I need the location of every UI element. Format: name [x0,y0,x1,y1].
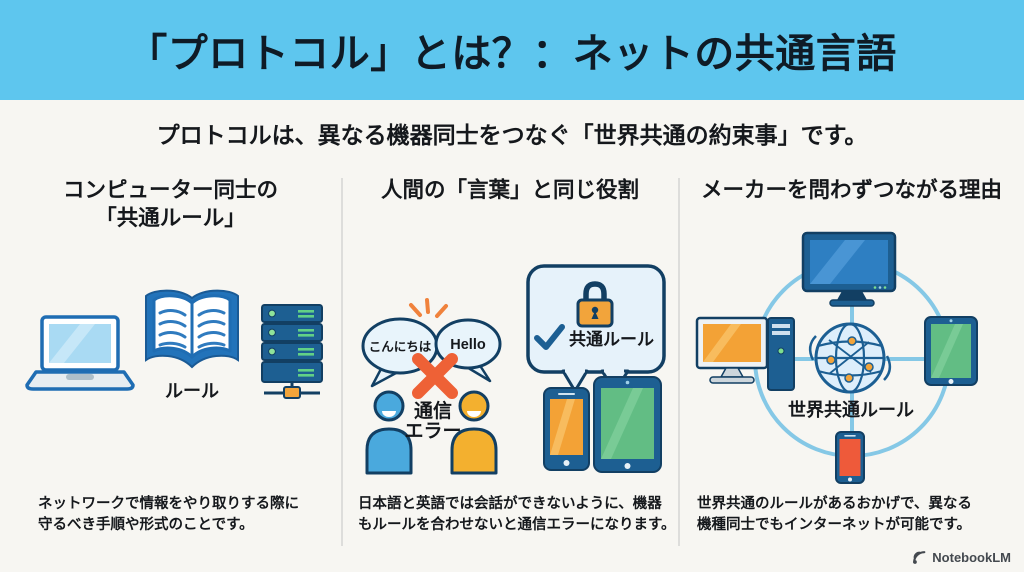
check-icon [534,324,565,350]
column2-caption-line1: 日本語と英語では会話ができないように、機器 [358,496,662,512]
rule-bubble-label: 共通ルール [569,330,654,349]
column3-caption: 世界共通のルールがあるおかげで、異なる 機種同士でもインターネットが可能です。 [697,494,972,536]
x-mark-icon [412,353,458,399]
notebooklm-logo-icon [913,551,926,564]
rules-illustration: ルール [25,289,323,401]
spark-icon [409,298,448,318]
column2-caption-line2: もルールを合わせないと通信エラーになります。 [358,517,676,534]
column-divider [341,178,343,546]
column3-caption-line1: 世界共通のルールがあるおかげで、異なる [697,496,972,512]
person-orange-icon [450,390,498,475]
column3-heading: メーカーを問わずつながる理由 [679,176,1024,204]
error-label-line1: 通信 [414,399,452,422]
column3-heading-line1: メーカーを問わずつながる理由 [700,178,1002,202]
column3-illustration: 世界共通ルール [679,231,1024,505]
tablet-icon [593,376,662,473]
column1-heading-line1: コンピューター同士の [62,178,278,202]
person-blue-icon [365,390,413,475]
subtitle: プロトコルは、異なる機器同士をつなぐ「世界共通の約束事」です。 [156,122,868,148]
column1-caption: ネットワークで情報をやり取りする際に 守るべき手順や形式のことです。 [38,494,299,536]
brand-name: NotebookLM [932,550,1011,565]
column1-illustration: ルール [0,245,341,505]
columns-area: コンピューター同士の 「共通ルール」 [0,150,1024,572]
column2-caption: 日本語と英語では会話ができないように、機器 もルールを合わせないと通信エラーにな… [358,494,676,536]
globe-network-icon [808,322,892,394]
column2-illustration: こんにちは Hello [341,245,679,505]
column1-heading: コンピューター同士の 「共通ルール」 [0,176,341,233]
rule-book-icon [145,289,239,369]
column3-caption-line2: 機種同士でもインターネットが可能です。 [697,517,972,534]
server-icon [261,304,323,399]
laptop-icon [25,315,135,391]
language-illustration: こんにちは Hello [361,264,666,475]
column1-caption-line1: ネットワークで情報をやり取りする際に [38,496,299,512]
network-illustration: 世界共通ルール [695,231,978,484]
error-label-line2: エラー [404,421,461,442]
brand-watermark: NotebookLM [912,550,1011,565]
bubble-left-label: こんにちは [369,340,432,354]
tablet-icon [924,316,978,386]
global-rule-label: 世界共通ルール [788,400,914,420]
smartphone-icon [543,387,590,471]
column-language-role: 人間の「言葉」と同じ役割 こんにちは [341,150,679,572]
column-divider [678,178,680,546]
desktop-pc-icon [695,316,795,391]
page-title: 「プロトコル」とは？：ネットの共通言語 [127,32,897,76]
rule-book-label: ルール [165,381,219,401]
column2-heading-line1: 人間の「言葉」と同じ役割 [380,178,639,202]
lock-icon [576,281,614,328]
column1-caption-line2: 守るべき手順や形式のことです。 [38,517,254,534]
column1-heading-line2: 「共通ルール」 [95,206,246,231]
smartphone-icon [835,431,865,484]
column-common-rules: コンピューター同士の 「共通ルール」 [0,150,341,572]
bubble-right-label: Hello [450,337,486,353]
column2-heading: 人間の「言葉」と同じ役割 [341,176,679,204]
column-interoperability: メーカーを問わずつながる理由 [679,150,1024,572]
monitor-icon [801,231,897,307]
header-band: 「プロトコル」とは？：ネットの共通言語 [0,0,1024,100]
